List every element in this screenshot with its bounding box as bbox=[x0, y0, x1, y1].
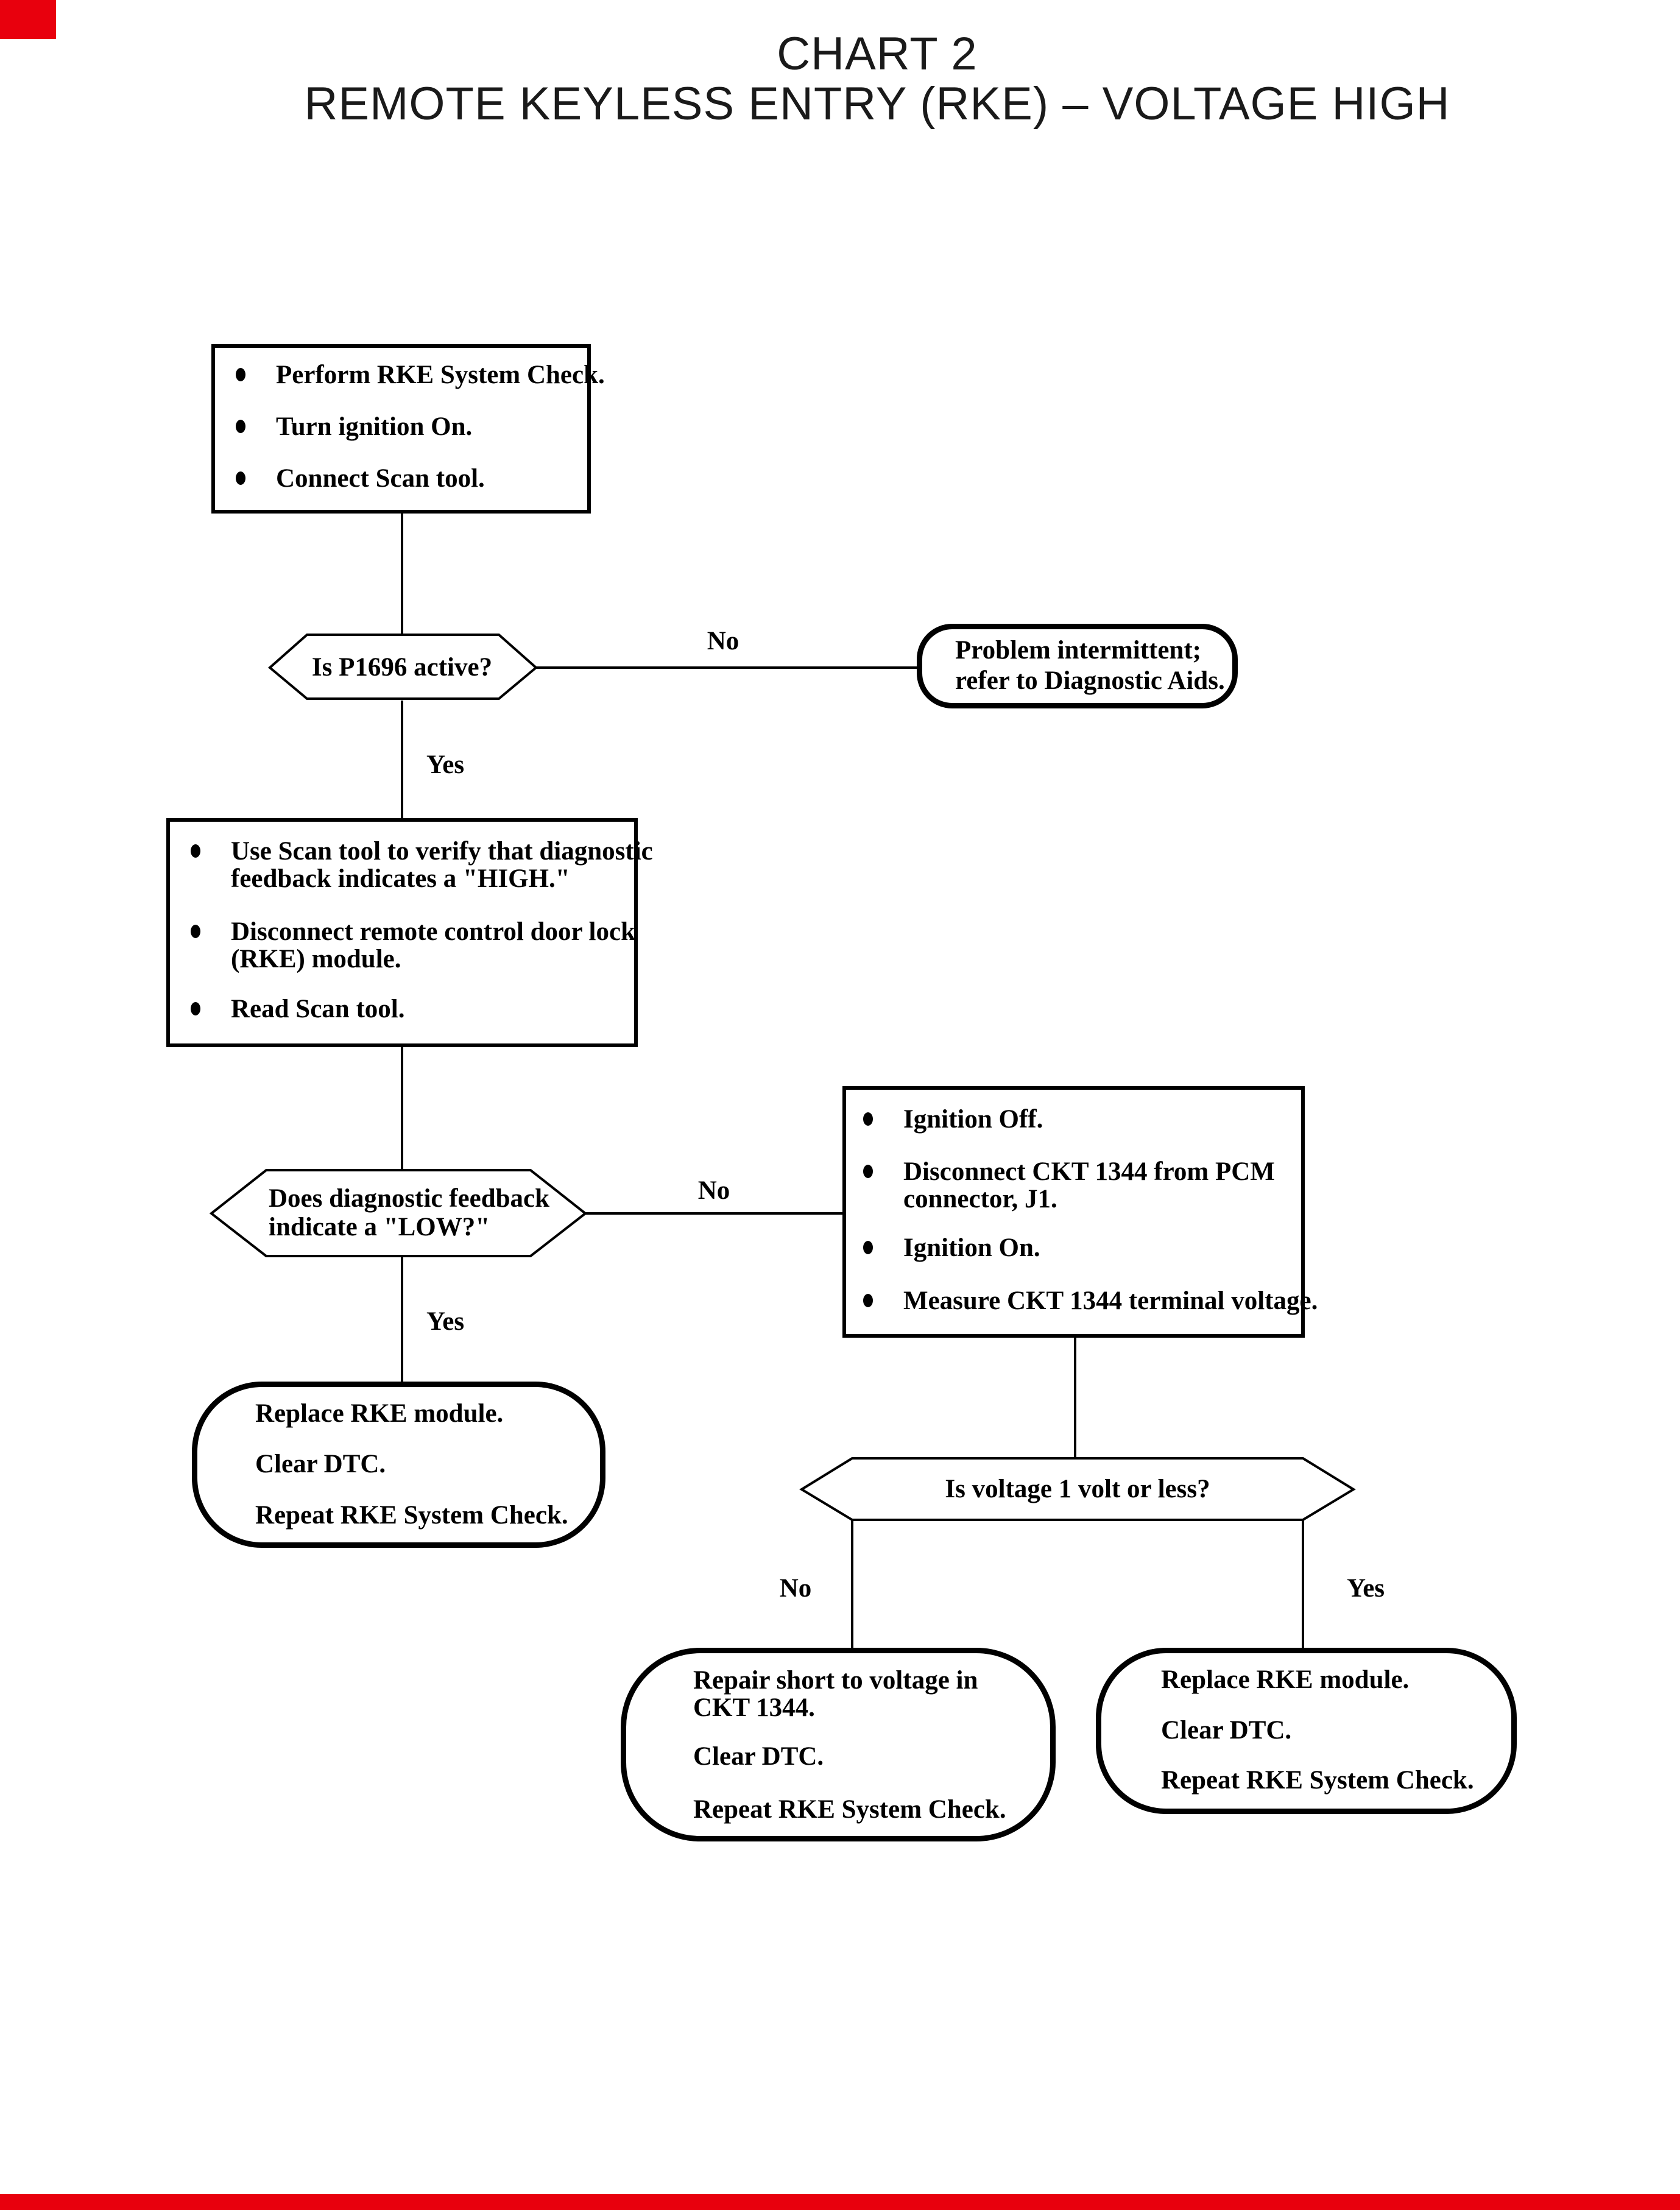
red-bottom-bar bbox=[0, 2194, 1680, 2210]
bullet-text: Disconnect remote control door lock bbox=[231, 917, 636, 946]
terminal-text: Problem intermittent; bbox=[955, 636, 1201, 665]
bullet-item: Read Scan tool. bbox=[191, 995, 634, 1023]
bullet-item: Ignition On. bbox=[863, 1234, 1301, 1262]
terminal-replace-module-box-2: Replace RKE module. Clear DTC. Repeat RK… bbox=[1096, 1648, 1517, 1814]
bullet-text: Use Scan tool to verify that diagnostic bbox=[231, 837, 653, 866]
bullet-item: Measure CKT 1344 terminal voltage. bbox=[863, 1287, 1318, 1315]
decision2-yes-label: Yes bbox=[426, 1307, 465, 1336]
chart-title: CHART 2 bbox=[777, 28, 978, 80]
decision1-no-label: No bbox=[707, 627, 739, 655]
bullet-text: Ignition Off. bbox=[903, 1105, 1043, 1134]
bullet-item: Turn ignition On. bbox=[236, 413, 587, 440]
bullet-icon bbox=[236, 471, 245, 485]
bullet-text: Disconnect CKT 1344 from PCM bbox=[903, 1157, 1275, 1186]
terminal-text: Repair short to voltage in CKT 1344. bbox=[693, 1666, 978, 1722]
process-step3-box: Ignition Off. Disconnect CKT 1344 from P… bbox=[842, 1086, 1318, 1338]
bullet-icon bbox=[191, 844, 200, 858]
bullet-text: Read Scan tool. bbox=[231, 995, 405, 1023]
bullet-text: feedback indicates a "HIGH." bbox=[231, 864, 570, 893]
terminal-text: Repeat RKE System Check. bbox=[255, 1501, 568, 1530]
chart-subtitle: REMOTE KEYLESS ENTRY (RKE) – VOLTAGE HIG… bbox=[304, 78, 1450, 130]
bullet-item: Use Scan tool to verify that diagnostic … bbox=[191, 838, 653, 892]
decision3-question: Is voltage 1 volt or less? bbox=[945, 1474, 1210, 1503]
bullet-icon bbox=[191, 1002, 200, 1015]
bullet-text: Perform RKE System Check. bbox=[276, 361, 605, 389]
terminal-text: Repeat RKE System Check. bbox=[693, 1795, 1006, 1824]
bullet-text: Connect Scan tool. bbox=[276, 464, 485, 493]
bullet-icon bbox=[863, 1294, 873, 1307]
process-step1-box: Perform RKE System Check. Turn ignition … bbox=[211, 344, 605, 514]
terminal-replace-module-box: Replace RKE module. Clear DTC. Repeat RK… bbox=[192, 1382, 605, 1548]
bullet-icon bbox=[863, 1241, 873, 1254]
page-title: CHART 2 REMOTE KEYLESS ENTRY (RKE) – VOL… bbox=[74, 29, 1680, 129]
terminal-text: Clear DTC. bbox=[1161, 1716, 1292, 1745]
decision3-no-label: No bbox=[779, 1574, 812, 1603]
terminal-text: refer to Diagnostic Aids. bbox=[955, 666, 1225, 695]
decision1-question: Is P1696 active? bbox=[311, 652, 493, 682]
bullet-text: connector, J1. bbox=[903, 1185, 1057, 1213]
bullet-text: (RKE) module. bbox=[231, 945, 401, 973]
bullet-item: Connect Scan tool. bbox=[236, 465, 587, 492]
terminal-repair-short-box: Repair short to voltage in CKT 1344. Cle… bbox=[621, 1648, 1056, 1841]
bullet-item: Disconnect remote control door lock (RKE… bbox=[191, 917, 636, 973]
decision1-yes-label: Yes bbox=[426, 750, 465, 779]
terminal-text: Clear DTC. bbox=[693, 1742, 824, 1771]
decision2-no-label: No bbox=[697, 1176, 730, 1205]
terminal-text: Replace RKE module. bbox=[255, 1399, 504, 1428]
bullet-text: Turn ignition On. bbox=[276, 412, 473, 441]
bullet-icon bbox=[191, 925, 200, 938]
bullet-icon bbox=[863, 1165, 873, 1178]
bullet-text: Measure CKT 1344 terminal voltage. bbox=[903, 1287, 1318, 1315]
red-corner-mark bbox=[0, 0, 56, 39]
bullet-item: Disconnect CKT 1344 from PCM connector, … bbox=[863, 1158, 1301, 1213]
bullet-item: Perform RKE System Check. bbox=[236, 361, 605, 389]
bullet-icon bbox=[863, 1112, 873, 1126]
terminal-text: Repeat RKE System Check. bbox=[1161, 1766, 1474, 1795]
decision2-question: Does diagnostic feedback indicate a "LOW… bbox=[269, 1184, 550, 1241]
process-step2-box: Use Scan tool to verify that diagnostic … bbox=[166, 818, 653, 1047]
terminal-text: Replace RKE module. bbox=[1161, 1665, 1410, 1694]
bullet-text: Ignition On. bbox=[903, 1234, 1040, 1262]
decision3-yes-label: Yes bbox=[1346, 1574, 1385, 1603]
bullet-icon bbox=[236, 420, 245, 433]
terminal-intermittent-box: Problem intermittent; refer to Diagnosti… bbox=[917, 624, 1238, 708]
terminal-text: Clear DTC. bbox=[255, 1450, 386, 1478]
bullet-item: Ignition Off. bbox=[863, 1106, 1301, 1133]
bullet-icon bbox=[236, 368, 245, 381]
